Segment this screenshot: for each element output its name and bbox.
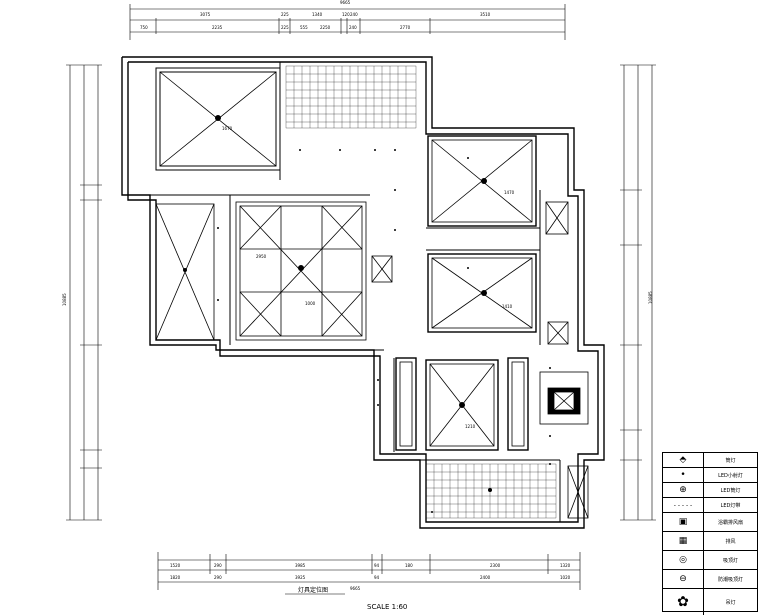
chandelier-icon: ✿ xyxy=(663,589,704,615)
led-down-icon: ⊕ xyxy=(663,483,704,497)
legend-row: ✿ 吊灯 xyxy=(663,589,757,615)
dim-top-row1: 225 xyxy=(281,12,289,17)
ceiling-label: 1470 xyxy=(504,190,515,195)
dim-top-row2: 2250 xyxy=(320,25,331,30)
legend-table: ⬘ 筒灯 • LED小射灯 ⊕ LED筒灯 - - - - - LED灯带 ▣ … xyxy=(662,452,758,615)
drawing-scale: SCALE 1:60 xyxy=(367,603,408,611)
legend-row: ◎ 吸顶灯 xyxy=(663,551,757,570)
dim-bottom-row1: 1320 xyxy=(560,563,571,568)
dim-top-row2: 240 xyxy=(349,25,357,30)
ceiling-label: 2950 xyxy=(256,254,267,259)
led-strip-icon: - - - - - xyxy=(663,498,704,512)
downlight-icon: ⬘ xyxy=(663,453,704,467)
dim-bottom-row1: 180 xyxy=(405,563,413,568)
dim-top-row2: 225 xyxy=(281,25,289,30)
dim-top-row2: 2235 xyxy=(212,25,223,30)
legend-label: 筒灯 xyxy=(725,457,736,464)
dim-bottom-row1: 290 xyxy=(214,563,222,568)
dim-right-total: 10885 xyxy=(648,291,653,304)
ceiling-label: 1670 xyxy=(222,126,233,131)
legend-row: ⬘ 筒灯 xyxy=(663,453,757,468)
legend-label: LED筒灯 xyxy=(720,487,741,494)
dim-bottom-row1: 1520 xyxy=(170,563,181,568)
dim-bottom-row2: 1020 xyxy=(560,575,571,580)
legend-label: 排风 xyxy=(725,538,736,545)
legend-label: 防潮吸顶灯 xyxy=(717,576,743,583)
dim-top-row1: 3075 xyxy=(200,12,211,17)
dim-bottom-row2: 2400 xyxy=(480,575,491,580)
dim-bottom-row1: 94 xyxy=(374,563,380,568)
legend-label: 吊灯 xyxy=(725,599,736,606)
dim-bottom-total: 9665 xyxy=(350,586,361,591)
ceiling-lamp-icon: ◎ xyxy=(663,551,704,569)
legend-row: - - - - - LED灯带 xyxy=(663,498,757,513)
legend-label: LED小射灯 xyxy=(718,472,743,479)
drawing-title: 灯具定位图 xyxy=(298,587,329,594)
dim-bottom-row2: 3925 xyxy=(295,575,306,580)
led-spot-icon: • xyxy=(663,468,704,482)
exhaust-icon: ▦ xyxy=(663,532,704,550)
dim-bottom-row2: 290 xyxy=(214,575,222,580)
dim-top-row2: 555 xyxy=(300,25,308,30)
legend-row: • LED小射灯 xyxy=(663,468,757,483)
dim-top-row1: 1340 xyxy=(312,12,323,17)
dim-top-row1: 120 xyxy=(342,12,350,17)
dim-bottom-row1: 3985 xyxy=(295,563,306,568)
moisture-lamp-icon: ⊖ xyxy=(663,570,704,588)
legend-label: 浴霸排风扇 xyxy=(717,519,743,526)
legend-label: LED灯带 xyxy=(720,502,741,509)
dim-bottom-row2: 94 xyxy=(374,575,380,580)
bath-heater-icon: ▣ xyxy=(663,513,704,531)
dim-bottom-row1: 2300 xyxy=(490,563,501,568)
ceiling-label: 1410 xyxy=(502,304,513,309)
legend-row: ⊕ LED筒灯 xyxy=(663,483,757,498)
legend-row: ▦ 排风 xyxy=(663,532,757,551)
dim-top-total: 9665 xyxy=(340,0,351,5)
dim-top-row1: 240 xyxy=(350,12,358,17)
legend-label: 吸顶灯 xyxy=(722,557,738,564)
dim-bottom-row2: 1820 xyxy=(170,575,181,580)
legend-row: ⊖ 防潮吸顶灯 xyxy=(663,570,757,589)
legend-row: ▣ 浴霸排风扇 xyxy=(663,513,757,532)
dim-top-row2: 750 xyxy=(140,25,148,30)
dim-top-row1: 3510 xyxy=(480,12,491,17)
ceiling-label: 1000 xyxy=(305,301,316,306)
dim-left-total: 10885 xyxy=(62,293,67,306)
dim-top-row2: 2770 xyxy=(400,25,411,30)
ceiling-label: 1210 xyxy=(465,424,476,429)
